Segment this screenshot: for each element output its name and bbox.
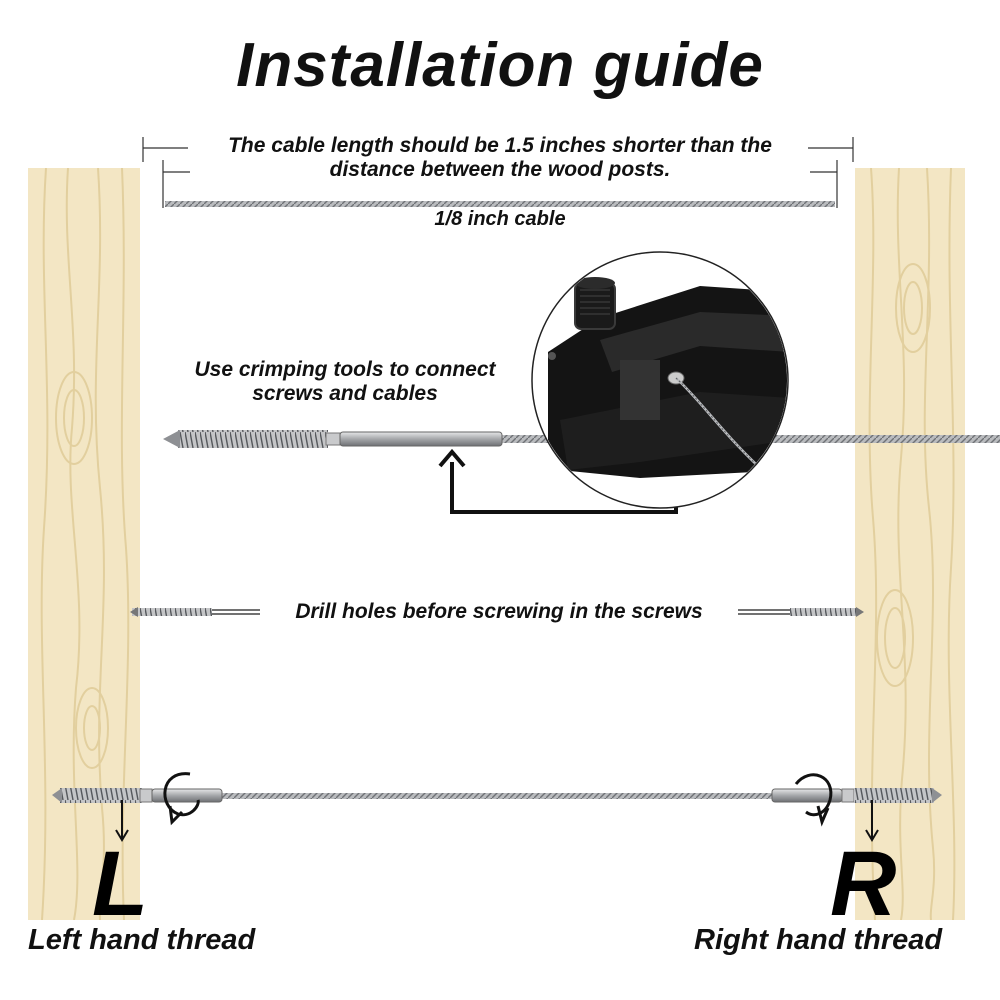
cable-length-dimension bbox=[162, 160, 838, 208]
left-thread-label: Left hand thread bbox=[28, 924, 256, 956]
bottom-assembly bbox=[52, 788, 942, 803]
down-arrow-icon-left bbox=[115, 800, 129, 842]
down-arrow-icon-right bbox=[865, 800, 879, 842]
rotation-arrow-icon-right bbox=[794, 773, 833, 827]
cable-sample bbox=[165, 201, 835, 207]
drill-note: Drill holes before screwing in the screw… bbox=[295, 600, 703, 623]
crimping-tool bbox=[531, 251, 789, 509]
page-title: Installation guide bbox=[236, 31, 764, 100]
lag-screw-tip bbox=[163, 430, 180, 448]
drill-bit-left bbox=[130, 607, 260, 617]
crimp-note-line2: screws and cables bbox=[252, 382, 438, 405]
drill-bit-right bbox=[738, 607, 864, 617]
rotation-arrow-icon-left bbox=[163, 772, 200, 826]
cable-length-note-line1: The cable length should be 1.5 inches sh… bbox=[228, 134, 772, 157]
right-letter: R bbox=[830, 833, 897, 935]
post-distance-dimension bbox=[142, 137, 854, 162]
swage-sleeve bbox=[339, 431, 503, 447]
lag-screw-threads bbox=[178, 430, 328, 448]
cable-length-note-line2: distance between the wood posts. bbox=[329, 158, 671, 181]
cable-size-label: 1/8 inch cable bbox=[434, 208, 566, 230]
left-letter: L bbox=[92, 833, 149, 935]
crimp-note-line1: Use crimping tools to connect bbox=[194, 358, 496, 381]
bottom-cable bbox=[220, 793, 775, 799]
right-thread-label: Right hand thread bbox=[694, 924, 943, 956]
